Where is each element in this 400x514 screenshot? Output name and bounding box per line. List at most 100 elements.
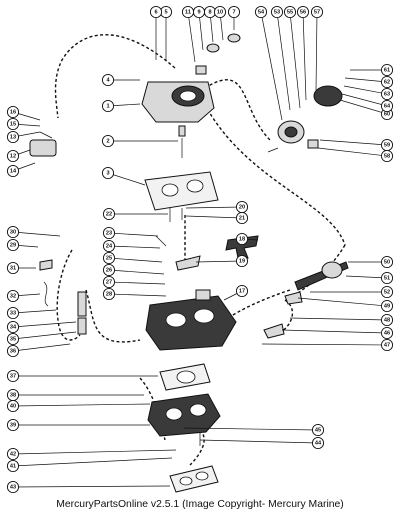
callout-bubble	[6, 105, 20, 119]
callout-leader	[289, 317, 388, 321]
callout-number: 35	[10, 336, 16, 342]
callout-number: 29	[10, 242, 16, 248]
callout-35: 35	[6, 331, 77, 346]
callout-13: 13	[6, 130, 41, 144]
callout-number: 64	[384, 103, 391, 109]
callout-37: 37	[6, 369, 158, 383]
callout-bubble	[101, 166, 115, 180]
accelerator-pump-parts	[39, 259, 349, 339]
callout-leader	[12, 309, 57, 314]
callout-bubble	[102, 263, 116, 277]
callout-number: 8	[208, 9, 211, 15]
callout-leader	[276, 11, 291, 111]
callout-38: 38	[6, 388, 144, 402]
callout-leader	[319, 139, 388, 146]
callout-number: 52	[384, 289, 390, 295]
callout-19: 19	[195, 254, 249, 268]
callout-bubble	[6, 289, 20, 303]
callout-18: 18	[235, 232, 259, 246]
callout-44: 44	[199, 436, 325, 450]
callout-number: 7	[232, 9, 235, 15]
callout-28: 28	[102, 287, 167, 301]
callout-bubble	[6, 149, 20, 163]
callout-leader	[12, 485, 171, 488]
callout-leader	[108, 269, 165, 275]
callout-56: 56	[296, 5, 310, 101]
callout-7: 7	[227, 5, 241, 30]
callout-45: 45	[183, 423, 325, 437]
callout-leader	[108, 245, 161, 249]
callout-43: 43	[6, 480, 171, 494]
callout-bubble	[235, 254, 249, 268]
callout-number: 49	[384, 303, 390, 309]
callout-bubble	[213, 5, 227, 19]
callout-number: 9	[197, 9, 200, 15]
callout-54: 54	[254, 5, 283, 121]
callout-2: 2	[101, 134, 178, 148]
callout-leader	[107, 172, 146, 186]
callout-bubble	[102, 239, 116, 253]
callout-48: 48	[289, 313, 394, 327]
callout-number: 11	[185, 9, 191, 15]
callout-bubble	[6, 306, 20, 320]
callout-24: 24	[102, 239, 161, 253]
callout-leader	[281, 329, 388, 334]
callout-bubble	[6, 418, 20, 432]
callout-leader	[297, 297, 388, 307]
callout-number: 18	[239, 236, 245, 242]
callout-leader	[315, 11, 318, 91]
callout-number: 27	[106, 279, 112, 285]
callout-58: 58	[317, 147, 394, 163]
callout-number: 1	[106, 103, 109, 109]
callout-leader	[341, 93, 388, 107]
callout-number: 34	[10, 324, 17, 330]
callout-number: 51	[384, 275, 390, 281]
callout-number: 20	[239, 204, 245, 210]
callout-bubble	[380, 326, 394, 340]
callout-number: 56	[300, 9, 306, 15]
callout-number: 41	[10, 463, 16, 469]
callout-17: 17	[223, 284, 249, 301]
callout-leader	[12, 343, 71, 352]
callout-leader	[183, 427, 319, 431]
callout-bubble	[6, 459, 20, 473]
callout-bubble	[6, 369, 20, 383]
callout-55: 55	[283, 5, 301, 109]
callout-number: 28	[106, 291, 112, 297]
callout-number: 53	[274, 9, 280, 15]
callout-number: 54	[258, 9, 265, 15]
throttle-body-cover	[141, 33, 241, 123]
callout-bubble	[149, 5, 163, 19]
callout-59: 59	[319, 138, 394, 152]
callout-number: 23	[106, 230, 112, 236]
callout-41: 41	[6, 457, 173, 473]
callout-leader	[261, 343, 388, 346]
callout-number: 55	[287, 9, 293, 15]
callout-leader	[345, 275, 388, 279]
callout-23: 23	[102, 226, 159, 240]
float-assembly	[155, 208, 259, 271]
callout-number: 31	[10, 265, 16, 271]
callout-number: 25	[106, 255, 112, 261]
callout-42: 42	[6, 447, 177, 461]
callout-bubble	[6, 117, 20, 131]
callout-bubble	[380, 255, 394, 269]
callout-number: 33	[10, 310, 16, 316]
callout-number: 26	[106, 267, 112, 273]
callout-number: 13	[10, 134, 16, 140]
callout-bubble	[380, 138, 394, 152]
callout-30: 30	[6, 225, 61, 239]
callout-47: 47	[261, 338, 394, 352]
callout-bubble	[283, 5, 297, 19]
callout-number: 37	[10, 373, 16, 379]
callout-number: 24	[106, 243, 113, 249]
callout-leader	[289, 11, 301, 109]
callout-number: 62	[384, 79, 390, 85]
callout-number: 3	[106, 170, 109, 176]
callout-bubble	[101, 73, 115, 87]
callout-5: 5	[159, 5, 173, 60]
callout-64: 64	[341, 93, 394, 113]
callout-bubble	[235, 284, 249, 298]
callout-bubble	[380, 87, 394, 101]
callout-leader	[12, 331, 77, 340]
